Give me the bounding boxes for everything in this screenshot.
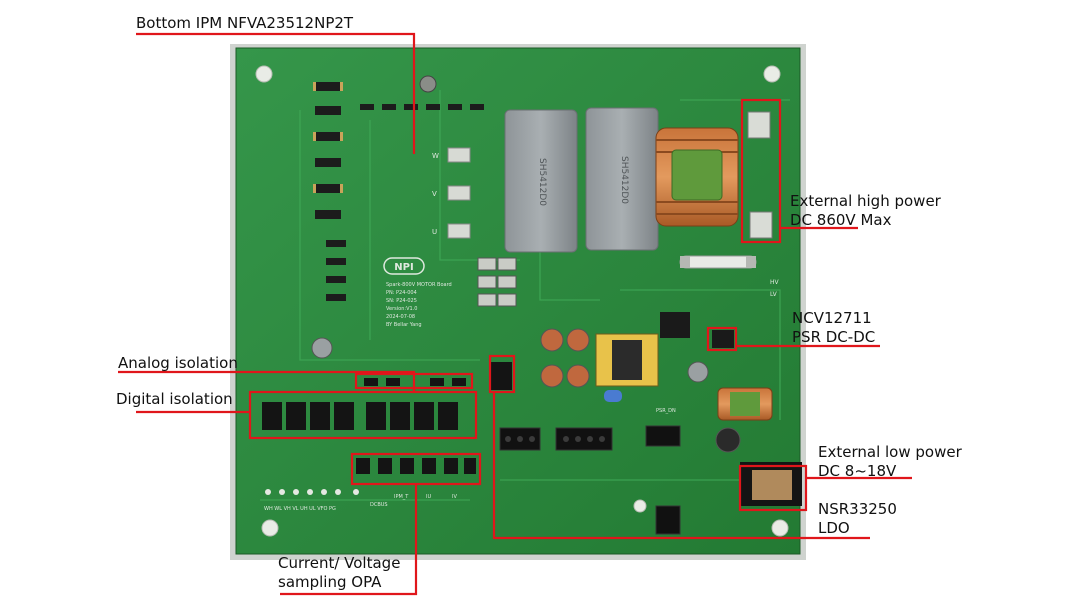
- silk-iv: IV: [452, 494, 457, 500]
- silk-phase-w: W: [432, 152, 439, 160]
- label-digital: Digital isolation: [116, 390, 233, 408]
- label-opa-2: sampling OPA: [278, 573, 382, 591]
- label-high-power-1: External high power: [790, 192, 942, 210]
- common-mode-choke: [655, 127, 739, 227]
- silk-bottom-pins: WH WL VH VL UH UL VFO PG: [264, 506, 336, 512]
- board-logo: NPI: [394, 262, 413, 273]
- label-high-power-2: DC 860V Max: [790, 211, 892, 229]
- power-inductor: [717, 387, 773, 421]
- fuse: [679, 255, 757, 269]
- electrolytic-capacitors: [311, 328, 741, 453]
- ncv12711-ic: [712, 330, 734, 348]
- label-opa-1: Current/ Voltage: [278, 554, 400, 572]
- board-date: 2024-07-08: [386, 314, 415, 320]
- label-ipm: Bottom IPM NFVA23512NP2T: [136, 14, 354, 32]
- label-ncv-1: NCV12711: [792, 309, 872, 327]
- mounting-holes: [255, 65, 789, 537]
- board-version: Version:V1.0: [386, 306, 417, 312]
- screw: [419, 75, 437, 93]
- shunt-resistors: [477, 257, 517, 307]
- silk-ipm-t: IPM_T: [394, 494, 409, 500]
- board-info-silkscreen: NPI Spark-800V MOTOR Board PN: P24-004 S…: [383, 257, 452, 328]
- smd-components-left: [315, 82, 484, 301]
- board-by: BY Bellar Yang: [386, 322, 422, 328]
- silk-hv: HV: [770, 279, 780, 286]
- isolator-chips: [262, 402, 458, 430]
- test-points: [265, 489, 359, 495]
- silk-psr: PSR_DN: [656, 408, 676, 414]
- film-capacitors: [504, 107, 659, 253]
- silk-lv: LV: [770, 291, 778, 298]
- callout-lines: [118, 32, 912, 596]
- gate-driver-ic: [490, 362, 512, 390]
- low-power-connector: [740, 462, 802, 506]
- label-ncv-2: PSR DC-DC: [792, 328, 875, 346]
- flyback-transformer: [595, 333, 659, 402]
- opa-chips: [356, 458, 476, 474]
- silk-phase-v: V: [432, 190, 437, 198]
- cap-marking-2: SH5412D0: [619, 156, 629, 204]
- label-low-power-2: DC 8~18V: [818, 462, 897, 480]
- phase-terminals: [447, 147, 471, 239]
- hv-connectors: [747, 111, 773, 239]
- label-low-power-1: External low power: [818, 443, 963, 461]
- cap-marking-1: SH5412D0: [537, 158, 547, 206]
- annotation-labels: Bottom IPM NFVA23512NP2T External high p…: [116, 14, 963, 591]
- silk-phase-u: U: [432, 228, 437, 236]
- silk-dcbus: DCBUS: [370, 502, 388, 508]
- label-nsr-2: LDO: [818, 519, 850, 537]
- pin-headers: [499, 425, 681, 535]
- board-sn: SN: P24-025: [386, 298, 417, 304]
- board-name: Spark-800V MOTOR Board: [386, 282, 452, 288]
- silk-iu: IU: [426, 494, 431, 500]
- board-pn: PN: P24-004: [386, 290, 417, 296]
- label-analog: Analog isolation: [118, 354, 238, 372]
- label-nsr-1: NSR33250: [818, 500, 897, 518]
